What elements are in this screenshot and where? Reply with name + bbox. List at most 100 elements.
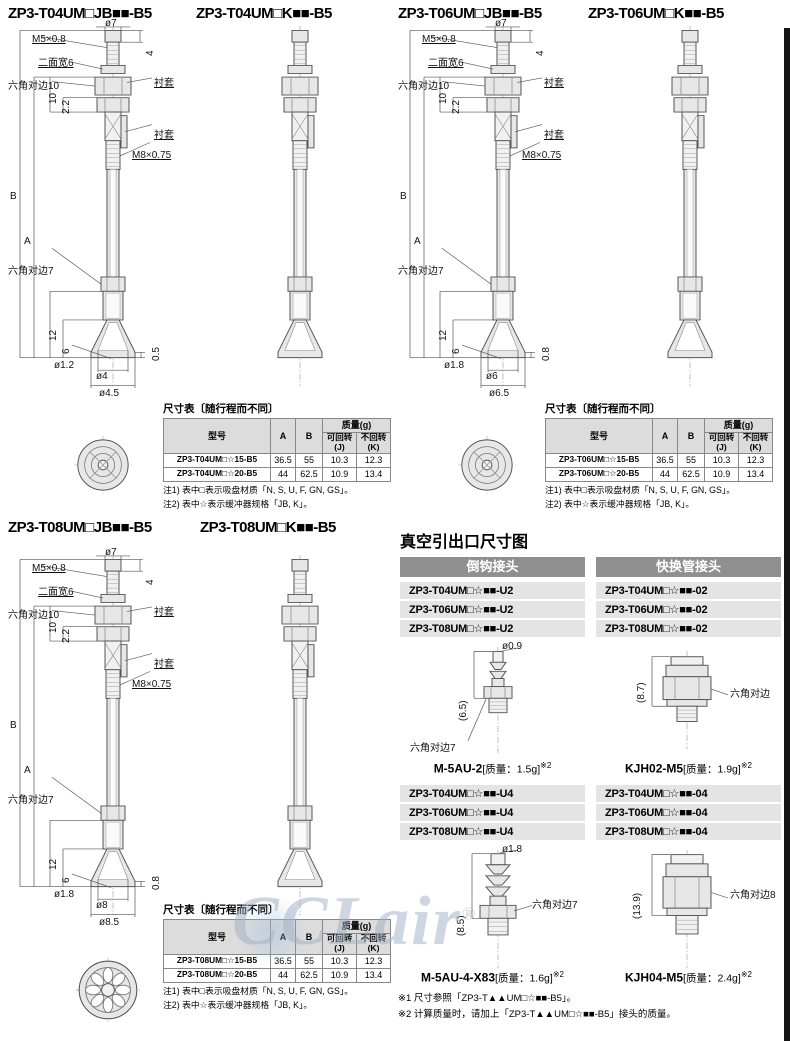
model-number: ZP3-T06UM□☆■■-04 [596,803,781,821]
dim-label-cup-rim: ø8.5 [99,917,120,928]
dim-label-cup-outer: ø6 [486,371,498,382]
col-header-b: B [295,418,323,454]
dim-label-12: 12 [438,329,449,341]
dim-label-port-dia: ø1.8 [502,843,523,855]
model-title-t08-k: ZP3-T08UM□K■■-B5 [200,519,336,536]
cell-k: 12.3 [738,452,773,468]
footnote-ref: ※2 [552,969,564,979]
dimension-table-section-t08: 尺寸表〔随行程而不同〕 型号 A B 质量(g) 可回转(J) 不回转(K) Z… [163,902,393,1011]
table-note-2: 注2) 表中☆表示缓冲器规格「JB, K」。 [545,498,695,509]
cell-k: 13.4 [356,466,391,482]
drawing-kjh02-m5: (8.7) 六角对边 [596,641,781,761]
dimension-table-t04: 型号 A B 质量(g) 可回转(J) 不回转(K) ZP3-T04UM□☆15… [163,418,391,482]
cell-model: ZP3-T08UM□☆20-B5 [163,967,271,983]
cell-model: ZP3-T04UM□☆15-B5 [163,452,271,468]
col-header-model: 型号 [163,919,271,955]
model-number: ZP3-T08UM□☆■■-U2 [400,620,585,637]
dim-label-6: 6 [61,348,72,354]
drawing-m-5au-2: ø0.9 (6.5) 六角对边7 [400,641,585,761]
col-header-a: A [270,418,296,454]
cell-model: ZP3-T06UM□☆15-B5 [545,452,653,468]
dim-label-a: A [24,765,31,776]
model-list-04: ZP3-T04UM□☆■■-04 ZP3-T06UM□☆■■-04 ZP3-T0… [596,784,781,840]
dim-label-thread-mid: M8×0.75 [132,150,172,161]
cell-b: 62.5 [295,466,323,482]
model-list-02: ZP3-T04UM□☆■■-02 ZP3-T06UM□☆■■-02 ZP3-T0… [596,582,781,637]
pad-drawing-graphic [277,555,323,916]
col-header-b: B [295,919,323,955]
dimension-table-t06: 型号 A B 质量(g) 可回转(J) 不回转(K) ZP3-T06UM□☆15… [545,418,773,482]
col-header-model: 型号 [545,418,653,454]
dim-label-height: (8.7) [636,682,647,703]
table-row: ZP3-T04UM□☆15-B5 36.5 55 10.3 12.3 [163,452,391,468]
drawing-t08-k-side-view [250,555,350,937]
dim-label-bushing-upper: 衬套 [154,78,174,89]
dim-label-cup-rim: ø6.5 [489,388,510,399]
dim-label-b: B [10,191,17,202]
dim-label-12: 12 [48,858,59,870]
fitting-name: KJH02-M5 [625,761,684,776]
dim-label-tip-dia: ø1.8 [444,360,465,371]
dim-label-2-2: 2.2 [61,629,72,643]
table-row: ZP3-T08UM□☆20-B5 44 62.5 10.9 13.4 [163,967,391,983]
dim-label-a: A [414,236,421,247]
model-number: ZP3-T06UM□☆■■-02 [596,601,781,618]
model-title-t04-k: ZP3-T04UM□K■■-B5 [196,5,332,22]
dim-label-lip: 0.5 [151,347,162,361]
dim-label-hex7: 六角对边7 [398,266,444,277]
cell-j: 10.9 [322,967,357,983]
cell-a: 44 [270,466,296,482]
model-list-u4: ZP3-T04UM□☆■■-U4 ZP3-T06UM□☆■■-U4 ZP3-T0… [400,784,585,840]
bottom-view-t08 [76,958,140,1022]
dim-label-hex7: 六角对边7 [8,795,54,806]
table-note-1: 注1) 表中□表示吸盘材质「N, S, U, F, GN, GS」。 [163,484,354,495]
dim-label-bushing-upper: 衬套 [154,607,174,618]
model-number: ZP3-T04UM□☆■■-02 [596,582,781,599]
cell-b: 55 [677,452,705,468]
dim-label-b: B [10,720,17,731]
dim-label-lip: 0.8 [541,347,552,361]
col-header-a: A [652,418,678,454]
port-section-title: 真空引出口尺寸图 [400,534,529,551]
col-header-k: 不回转(K) [738,432,773,454]
dimension-table-t08: 型号 A B 质量(g) 可回转(J) 不回转(K) ZP3-T08UM□☆15… [163,919,391,983]
fitting-name: M-5AU-2 [433,761,483,776]
cell-j: 10.3 [704,452,739,468]
col-header-mass: 质量(g) [322,919,391,934]
model-title-t08-jb: ZP3-T08UM□JB■■-B5 [8,519,152,536]
dim-label-hex10: 六角对边10 [398,81,450,92]
fitting-caption-m-5au-2: M-5AU-2[质量：1.5g]※2 [400,761,585,777]
dim-label-2-2: 2.2 [61,100,72,114]
fitting-mass: [质量：1.6g] [495,972,553,984]
bottom-view-t04 [74,436,132,494]
dim-label-hex: 六角对边 [730,689,770,700]
port-footnote-1: ※1 尺寸参照「ZP3-T▲▲UM□☆■■-B5」。 [398,993,577,1004]
fitting-mass: [质量：2.4g] [683,972,741,984]
model-number: ZP3-T08UM□☆■■-04 [596,822,781,840]
cell-k: 13.4 [356,967,391,983]
drawing-t08-jb-side-view: M5×0.8 ø7 4 二面宽6 六角对边10 衬套 衬套 M8×0.75 10… [8,547,203,937]
drawing-kjh04-m5: (13.9) 六角对边8 [596,844,781,970]
col-header-j: 可回转(J) [322,933,357,955]
drawing-t04-jb-side-view: M5×0.8 ø7 4 二面宽6 六角对边10 衬套 衬套 M8×0.75 10… [8,18,203,408]
page-edge-bar [784,28,790,1041]
table-heading: 尺寸表〔随行程而不同〕 [163,403,279,415]
model-number: ZP3-T06UM□☆■■-U2 [400,601,585,618]
port-footnote-2: ※2 计算质量时，请加上「ZP3-T▲▲UM□☆■■-B5」接头的质量。 [398,1009,676,1020]
dim-label-height: (13.9) [632,892,643,919]
fitting-caption-m-5au-4-x83: M-5AU-4-X83[质量：1.6g]※2 [400,970,585,986]
cell-j: 10.3 [322,953,357,969]
model-number: ZP3-T06UM□☆■■-U4 [400,803,585,821]
header-row: 型号 A B 质量(g) [163,919,391,955]
column-header-quick: 快换管接头 [596,557,781,577]
model-list-u2: ZP3-T04UM□☆■■-U2 ZP3-T06UM□☆■■-U2 ZP3-T0… [400,582,585,637]
bottom-view-t06 [458,436,516,494]
table-heading: 尺寸表〔随行程而不同〕 [545,403,661,415]
cell-j: 10.3 [322,452,357,468]
drawing-m-5au-4-x83: ø1.8 (8.5) 六角对边7 [400,844,585,970]
dim-label-lip: 0.8 [151,876,162,890]
col-header-a: A [270,919,296,955]
dim-label-2-2: 2.2 [451,100,462,114]
cell-a: 36.5 [652,452,678,468]
